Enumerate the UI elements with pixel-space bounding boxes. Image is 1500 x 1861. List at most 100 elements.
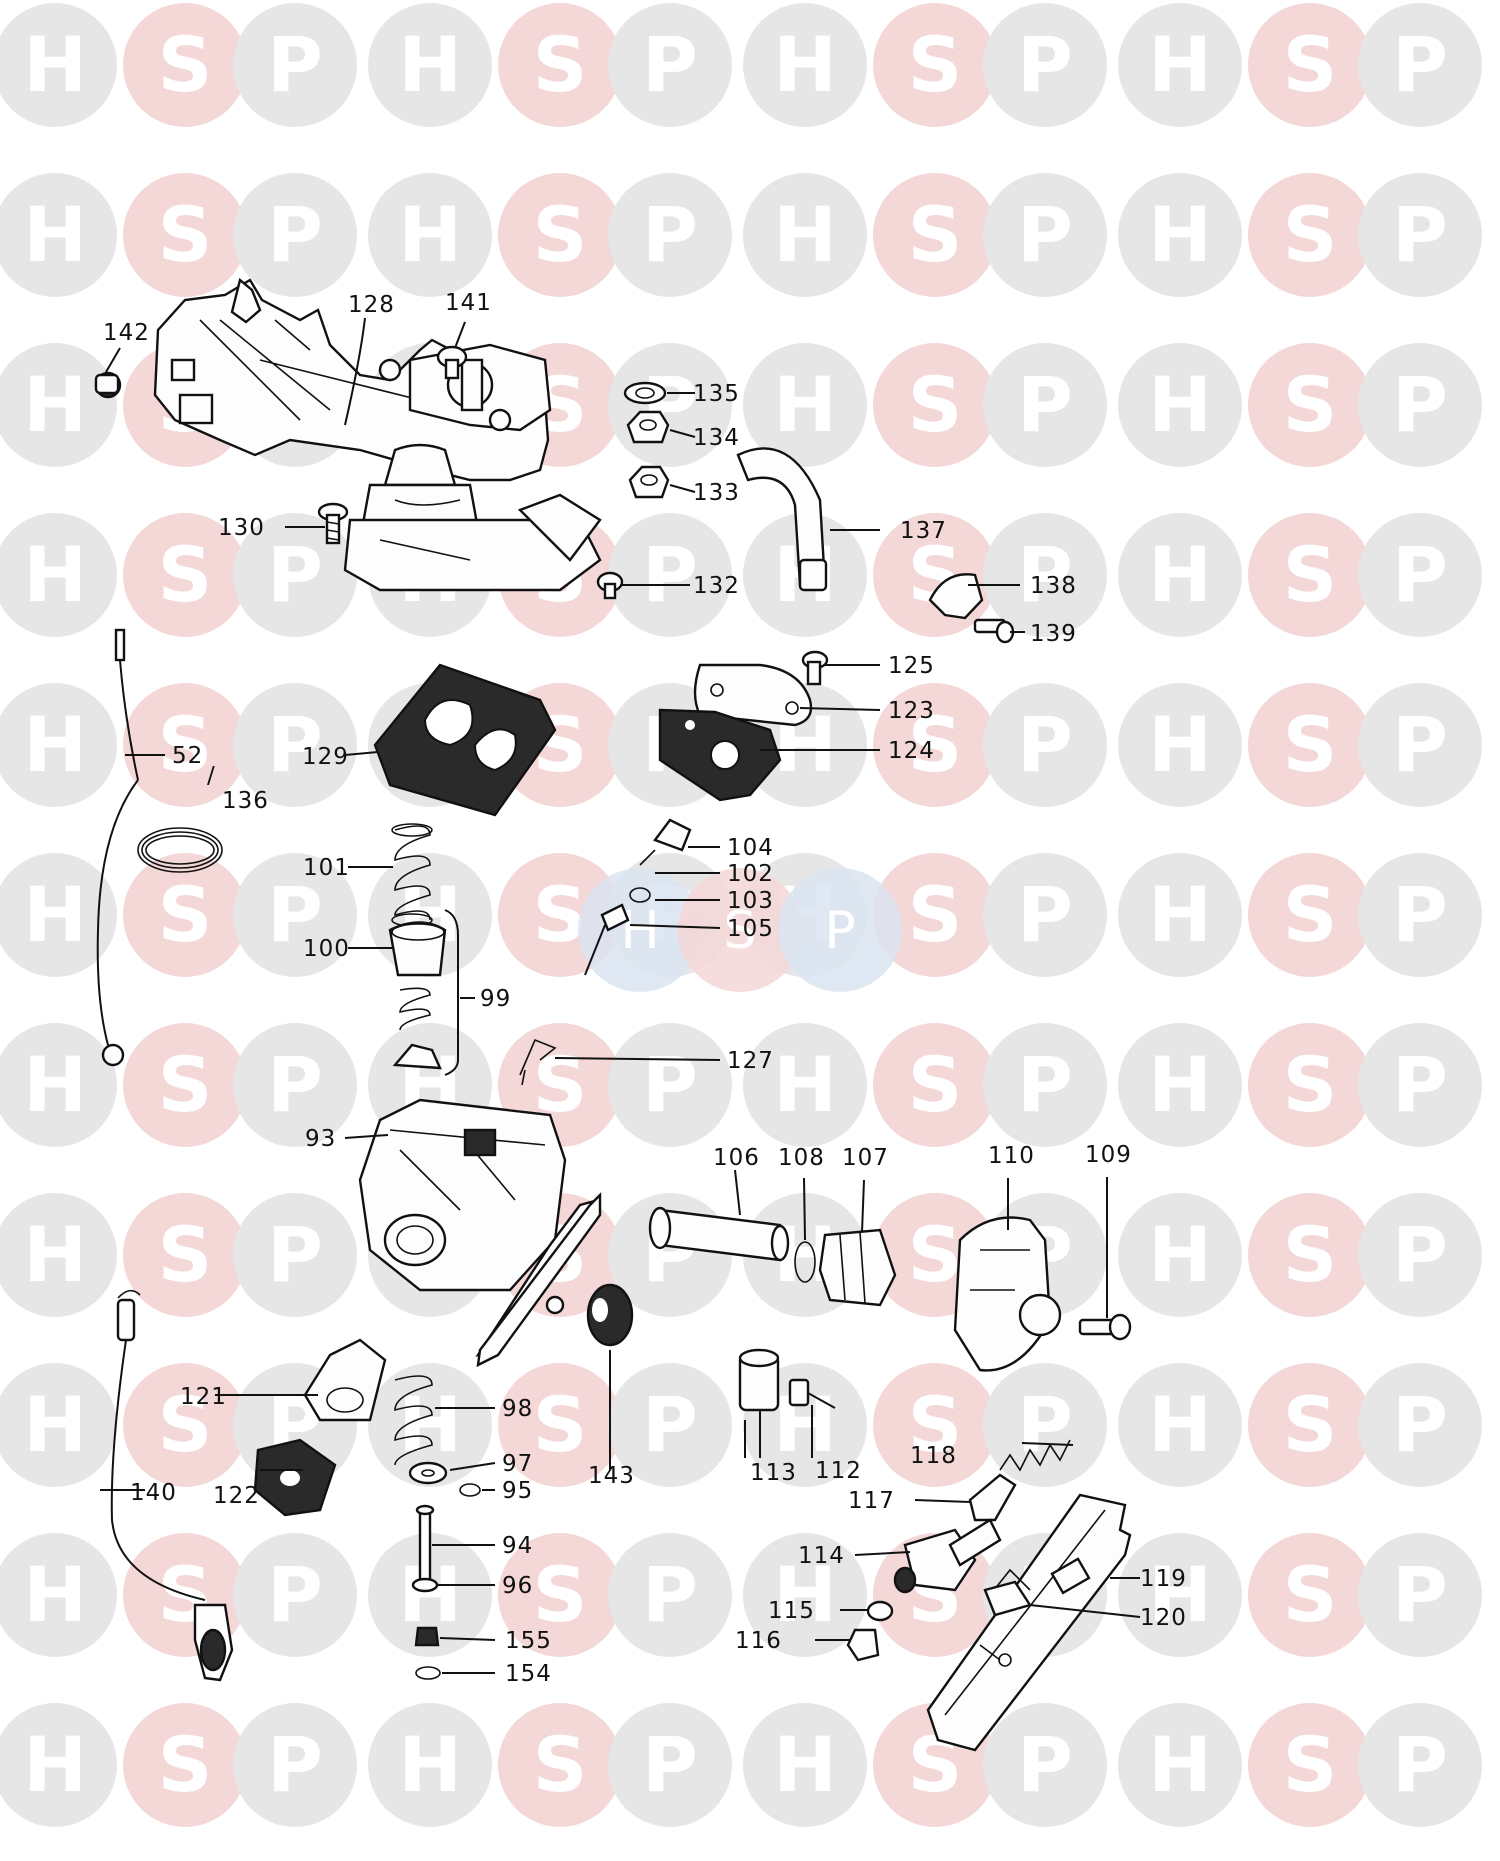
watermark-circle: [0, 1533, 117, 1657]
watermark-circle: [1248, 853, 1372, 977]
watermark-circle: [983, 3, 1107, 127]
callout-100: 100: [303, 936, 350, 962]
callout-119: 119: [1140, 1566, 1187, 1592]
callout-142: 142: [103, 320, 150, 346]
watermark-letter: P: [642, 530, 698, 619]
watermark-letter: H: [773, 20, 837, 109]
part-139-screw: [973, 618, 1015, 644]
watermark-circle: [123, 683, 247, 807]
watermark-circle: [233, 1703, 357, 1827]
callout-106: 106: [713, 1145, 760, 1171]
watermark-letter: S: [533, 1550, 588, 1639]
watermark-letter: S: [158, 20, 213, 109]
watermark-letter: H: [23, 1210, 87, 1299]
watermark-letter: S: [908, 20, 963, 109]
watermark-circle: [233, 173, 357, 297]
watermark-letter: H: [23, 700, 87, 789]
part-108-oring: [794, 1241, 816, 1283]
watermark-letter: P: [1017, 190, 1073, 279]
watermark-letter: H: [398, 190, 462, 279]
watermark-letter: S: [533, 1380, 588, 1469]
watermark-circle: [608, 1703, 732, 1827]
watermark-circle: [743, 343, 867, 467]
watermark-letter: P: [642, 1380, 698, 1469]
watermark-circle: [608, 1533, 732, 1657]
part-124-gasket: [658, 708, 782, 802]
watermark-circle: [873, 173, 997, 297]
callout-labels: 142 128 141 135 134 133 130 137 132 138 …: [103, 290, 1187, 1687]
callout-128: 128: [348, 292, 395, 318]
callout-115: 115: [768, 1598, 815, 1624]
watermark-circle: [123, 173, 247, 297]
part-105-valve: [584, 903, 630, 976]
watermark-circle: [0, 1363, 117, 1487]
part-106-spindle: [648, 1206, 790, 1262]
part-98-spring: [394, 1375, 433, 1466]
watermark-letter: P: [1392, 20, 1448, 109]
part-133-nut: [628, 465, 670, 499]
callout-124: 124: [888, 738, 935, 764]
watermark-circle: [1118, 853, 1242, 977]
callout-107: 107: [842, 1145, 889, 1171]
watermark-letter: P: [267, 1550, 323, 1639]
part-101-spring: [391, 823, 433, 927]
watermark-circle: [1118, 1363, 1242, 1487]
watermark-circle: [1118, 1193, 1242, 1317]
watermark-circle: [498, 1703, 622, 1827]
watermark-circle: [123, 853, 247, 977]
part-130-screw: [317, 502, 349, 545]
watermark-circle: [233, 3, 357, 127]
watermark-letter: P: [1017, 360, 1073, 449]
callout-113: 113: [750, 1460, 797, 1486]
watermark-circle: [498, 1533, 622, 1657]
callout-94: 94: [502, 1533, 533, 1559]
watermark-circle: [498, 3, 622, 127]
watermark-circle: [498, 173, 622, 297]
parts-artwork: [94, 277, 1132, 1752]
watermark-circle: [123, 1023, 247, 1147]
watermark-letter: P: [642, 1040, 698, 1129]
watermark-circle: [368, 1363, 492, 1487]
watermark-circle: [983, 1703, 1107, 1827]
callout-slash: /: [207, 763, 216, 789]
watermark-circle: [608, 1363, 732, 1487]
callout-96: 96: [502, 1573, 533, 1599]
watermark-circle: [1248, 1703, 1372, 1827]
callout-135: 135: [693, 381, 740, 407]
callout-104: 104: [727, 835, 774, 861]
watermark-circle: [368, 1533, 492, 1657]
watermark-letter: S: [1283, 190, 1338, 279]
watermark-circle: [1358, 1023, 1482, 1147]
callout-99: 99: [480, 986, 511, 1012]
part-113-cartridge: [738, 1348, 780, 1412]
watermark-letter: S: [158, 700, 213, 789]
part-104-spring: [639, 818, 692, 866]
part-115-washer: [866, 1600, 894, 1622]
watermark-circle: [0, 1023, 117, 1147]
watermark-letter: S: [158, 530, 213, 619]
watermark-letter: H: [23, 360, 87, 449]
watermark-circle: [1248, 683, 1372, 807]
leader-lines: [100, 317, 1141, 1674]
part-125-screw: [801, 650, 829, 686]
watermark-circle: [1118, 1533, 1242, 1657]
callout-52: 52: [172, 743, 203, 769]
watermark-letter: S: [533, 870, 588, 959]
watermark-letter: P: [267, 1040, 323, 1129]
part-117-lever: [968, 1473, 1017, 1522]
watermark-letter: H: [23, 530, 87, 619]
watermark-letter: H: [23, 1380, 87, 1469]
watermark-letter: S: [158, 1720, 213, 1809]
watermark-circle: [0, 1703, 117, 1827]
watermark-letter: S: [1283, 530, 1338, 619]
watermark-letter: S: [533, 190, 588, 279]
watermark-circle: [1118, 513, 1242, 637]
watermark-letter: S: [158, 870, 213, 959]
watermark-letter: S: [158, 1380, 213, 1469]
watermark-circle: [983, 683, 1107, 807]
watermark-circle: [1248, 1363, 1372, 1487]
watermark-circle: [368, 1703, 492, 1827]
watermark-letter: S: [158, 190, 213, 279]
watermark-letter: P: [642, 1720, 698, 1809]
